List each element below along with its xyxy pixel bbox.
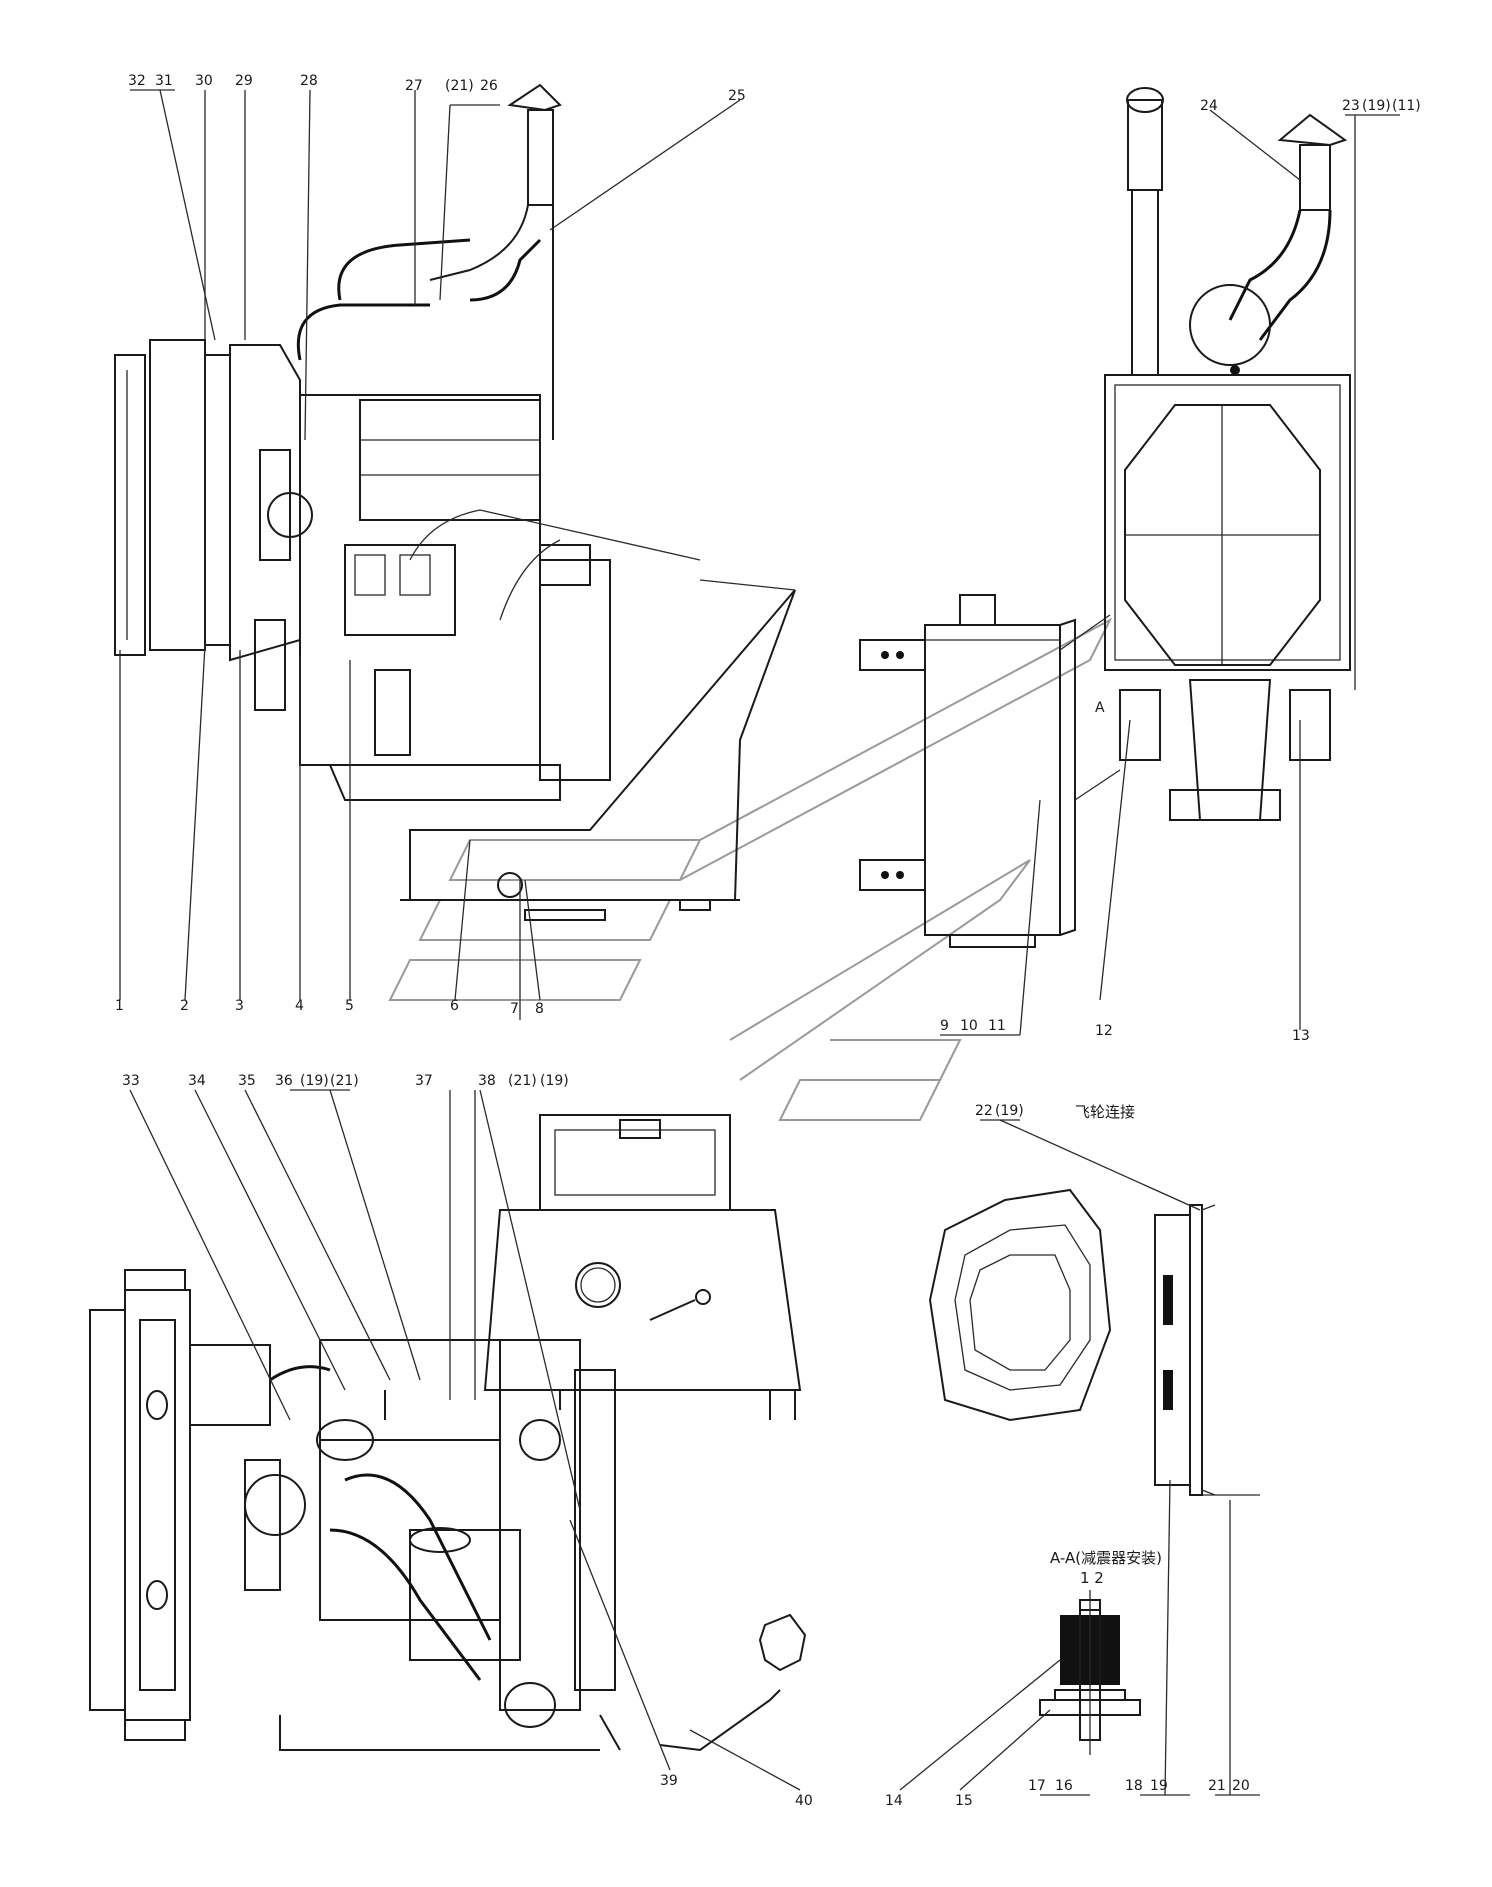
callout-38: 38 [478, 1073, 496, 1089]
section-aa-caption: A-A(减震器安装) [1050, 1549, 1162, 1567]
callout-29: 29 [235, 73, 253, 89]
callout-11a: (11) [1392, 98, 1421, 114]
callout-16: 16 [1055, 1778, 1073, 1794]
callout-33: 33 [122, 1073, 140, 1089]
callout-21a: (21) [445, 78, 474, 94]
callout-12: 12 [1095, 1023, 1113, 1039]
callout-10: 10 [960, 1018, 978, 1034]
watermark-logo [388, 617, 1113, 1121]
callout-30: 30 [195, 73, 213, 89]
callout-5: 5 [345, 998, 354, 1014]
callout-9: 9 [940, 1018, 949, 1034]
callout-21d: 21 [1208, 1778, 1226, 1794]
callout-36: 36 [275, 1073, 293, 1089]
callout-23: 23 [1342, 98, 1360, 114]
callout-40: 40 [795, 1793, 813, 1809]
callout-4: 4 [295, 998, 304, 1014]
section-aa-parts: 1 2 [1080, 1569, 1104, 1587]
callout-14: 14 [885, 1793, 903, 1809]
callout-7: 7 [510, 1001, 519, 1017]
callout-6: 6 [450, 998, 459, 1014]
callout-2: 2 [180, 998, 189, 1014]
flywheel-detail [928, 1188, 1260, 1496]
callout-19e: 19 [1150, 1778, 1168, 1794]
callout-35: 35 [238, 1073, 256, 1089]
oil-cooler-view [859, 594, 1121, 948]
callout-22: 22 [975, 1103, 993, 1119]
callout-1: 1 [115, 998, 124, 1014]
section-marker-a: A [1095, 700, 1105, 716]
callout-18: 18 [1125, 1778, 1143, 1794]
engine-front-view [1104, 87, 1351, 821]
callout-32: 32 [128, 73, 146, 89]
section-aa-detail [1039, 1590, 1141, 1755]
callout-34: 34 [188, 1073, 206, 1089]
callout-15: 15 [955, 1793, 973, 1809]
callout-39: 39 [660, 1773, 678, 1789]
callout-37: 37 [415, 1073, 433, 1089]
callout-3: 3 [235, 998, 244, 1014]
callout-19d: (19) [995, 1103, 1024, 1119]
callout-19a: (19) [1362, 98, 1391, 114]
callout-19c: (19) [540, 1073, 569, 1089]
callout-27: 27 [405, 78, 423, 94]
callout-17: 17 [1028, 1778, 1046, 1794]
callout-21b: (21) [330, 1073, 359, 1089]
callout-8: 8 [535, 1001, 544, 1017]
callout-labels: 32 31 30 29 28 27 (21) 26 25 24 23 (19) … [115, 73, 1421, 1809]
engine-side-view [114, 83, 796, 921]
callout-31: 31 [155, 73, 173, 89]
leader-lines [119, 89, 1400, 1796]
engine-plan-view [89, 1114, 807, 1752]
detail-captions: 飞轮连接 A-A(减震器安装) 1 2 A [1050, 700, 1162, 1587]
flywheel-caption: 飞轮连接 [1075, 1103, 1135, 1121]
callout-20: 20 [1232, 1778, 1250, 1794]
callout-26: 26 [480, 78, 498, 94]
callout-24: 24 [1200, 98, 1218, 114]
callout-19b: (19) [300, 1073, 329, 1089]
callout-13: 13 [1292, 1028, 1310, 1044]
callout-11: 11 [988, 1018, 1006, 1034]
callout-28: 28 [300, 73, 318, 89]
callout-25: 25 [728, 88, 746, 104]
callout-21c: (21) [508, 1073, 537, 1089]
